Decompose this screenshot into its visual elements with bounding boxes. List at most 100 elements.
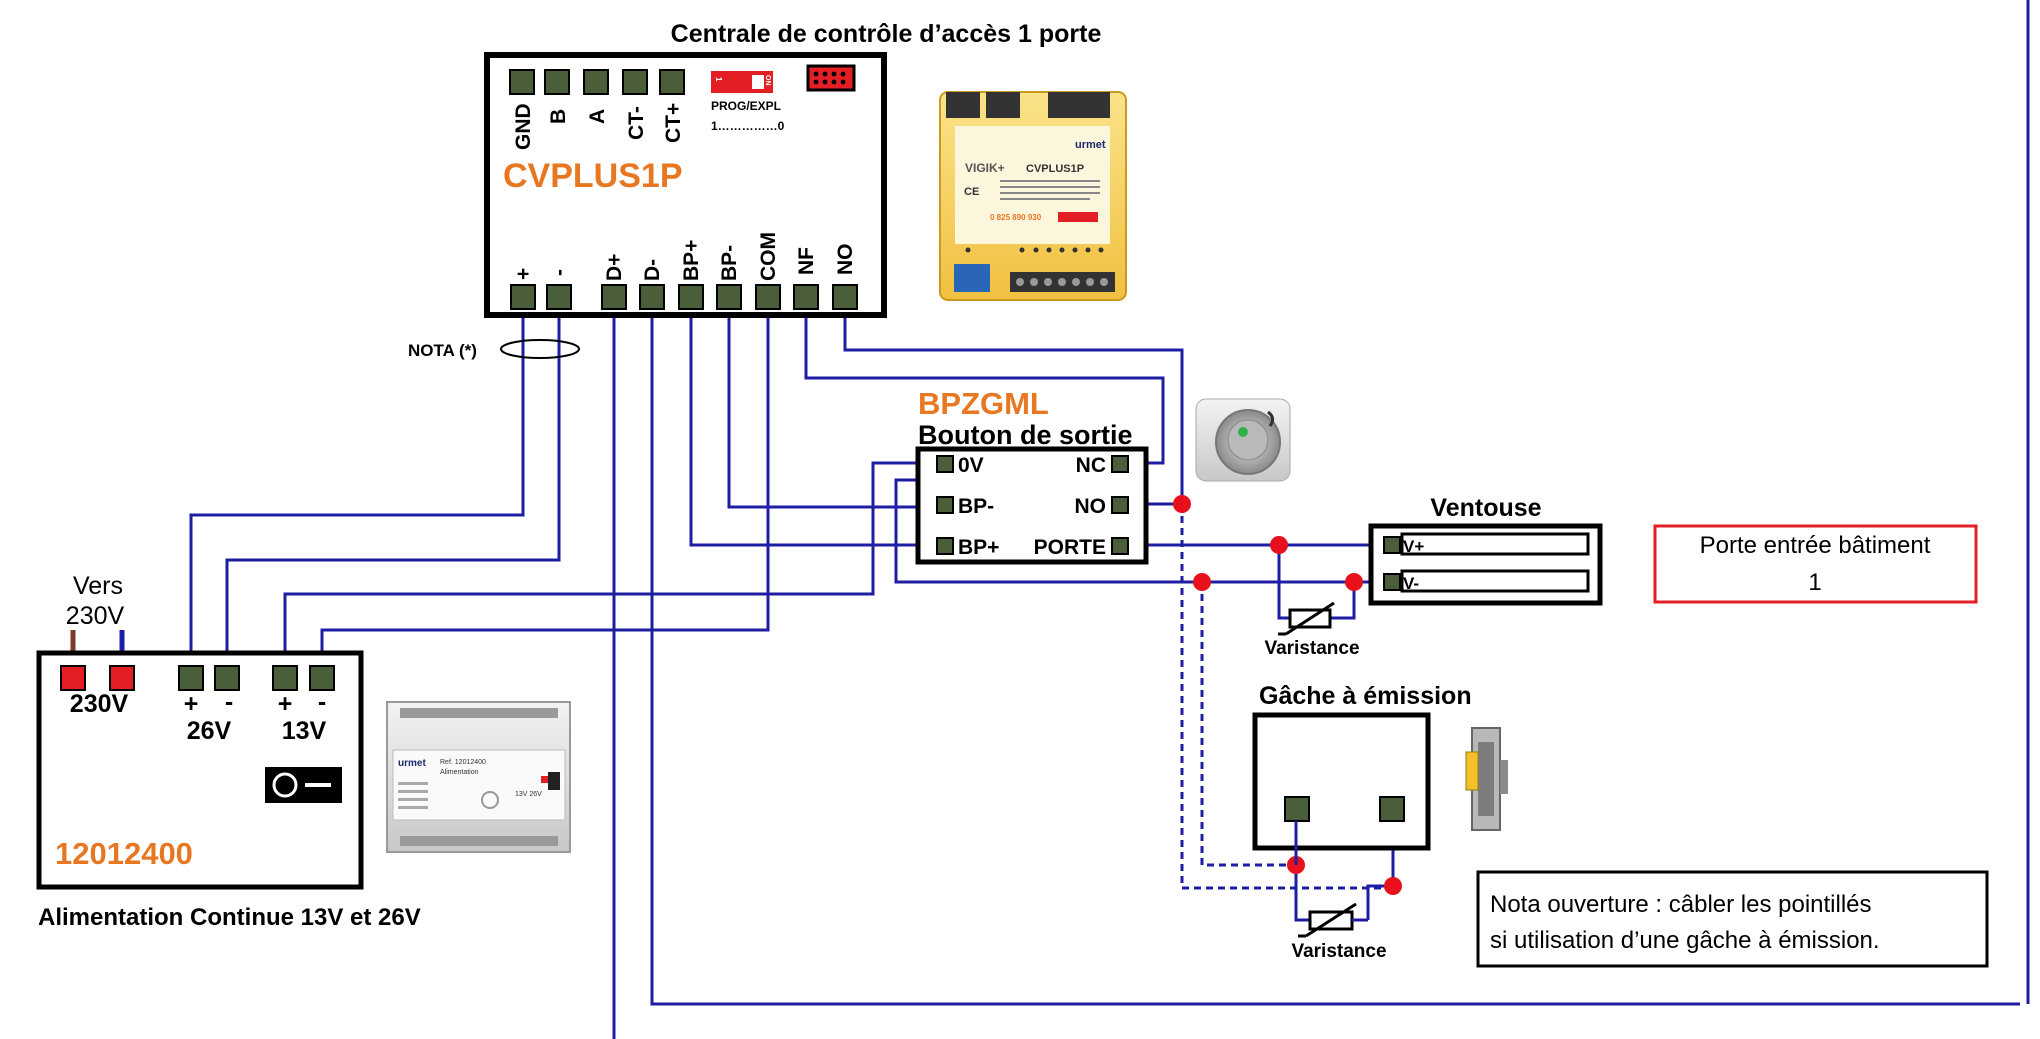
button-box — [915, 446, 1149, 565]
terminal-v-plus — [1383, 536, 1401, 554]
controller-title: Centrale de contrôle d’accès 1 porte — [671, 20, 1102, 48]
wire-var1-right — [1330, 582, 1356, 620]
nota-cable-loop — [500, 339, 580, 359]
button-photo — [1195, 398, 1291, 482]
junction-dot — [1384, 877, 1402, 895]
photo-phone: 0 825 890 930 — [990, 213, 1042, 222]
dashed-wires — [1180, 504, 1393, 890]
nota-box-line2: si utilisation d’une gâche à émission. — [1490, 927, 1880, 954]
terminal-label-d-minus: D- — [641, 259, 664, 281]
terminal-bp-plus — [678, 284, 704, 310]
terminal-a — [583, 69, 609, 95]
psu-photo-ref: Ref. 12012400 — [440, 759, 486, 766]
gache-photo — [1465, 727, 1508, 831]
button-label-nc: NC — [1076, 454, 1106, 477]
terminal-26v-plus — [178, 665, 204, 691]
button-label-porte: PORTE — [1034, 536, 1106, 559]
gache-title: Gâche à émission — [1259, 682, 1472, 710]
terminal-d-plus — [601, 284, 627, 310]
terminal-label-no: NO — [834, 244, 857, 276]
terminal-label-bp-minus: BP- — [718, 245, 741, 281]
power-label-26-plus: + — [184, 690, 199, 718]
prog-range: 1……………0 — [711, 119, 785, 133]
wire-var1-left — [1277, 545, 1290, 620]
ventouse-label-v-minus: V- — [1403, 574, 1419, 593]
terminal-bp-minus — [716, 284, 742, 310]
power-terminals — [60, 665, 335, 691]
varistance-label-1: Varistance — [1264, 638, 1359, 659]
dashed-wire-outer — [1180, 504, 1393, 890]
nota-box-line1: Nota ouverture : câbler les pointillés — [1490, 891, 1872, 918]
terminal-label-plus: + — [512, 268, 535, 280]
power-label-13v: 13V — [282, 717, 327, 745]
mains-label-line2: 230V — [66, 602, 125, 630]
junction-dot — [1345, 573, 1363, 591]
button-title: Bouton de sortie — [918, 420, 1133, 450]
psu-photo-name: Alimentation — [440, 769, 479, 776]
terminal-gnd — [509, 69, 535, 95]
wire-bp-plus — [689, 298, 930, 547]
door-box-line1: Porte entrée bâtiment — [1700, 532, 1931, 559]
nota-cable-label: NOTA (*) — [408, 341, 477, 360]
terminal-nc — [1111, 455, 1129, 473]
junction-dot — [1173, 495, 1191, 513]
power-label-26-minus: - — [225, 688, 233, 716]
terminal-label-d-plus: D+ — [603, 254, 626, 281]
power-title: Alimentation Continue 13V et 26V — [38, 904, 421, 931]
button-terminals: 0V BP- BP+ NC NO PORTE — [936, 454, 1129, 559]
wire-gache-right — [1366, 818, 1395, 920]
power-label-13-minus: - — [318, 688, 326, 716]
terminal-26v-minus — [214, 665, 240, 691]
power-label-26v: 26V — [187, 717, 232, 745]
terminal-no — [832, 284, 858, 310]
junction-dot — [1270, 536, 1288, 554]
power-label-230: 230V — [70, 690, 129, 718]
psu-photo-brand: urmet — [398, 758, 426, 769]
ventouse-label-v-plus: V+ — [1403, 537, 1424, 556]
wire-com — [320, 298, 770, 668]
terminal-minus — [546, 284, 572, 310]
terminal-bp-minus-btn — [936, 496, 954, 514]
terminal-gache-left — [1284, 796, 1310, 822]
varistance-label-2: Varistance — [1291, 941, 1386, 962]
terminal-label-gnd: GND — [512, 103, 535, 150]
controller-model: CVPLUS1P — [503, 157, 683, 195]
ventouse-body: V+ V- — [1383, 532, 1590, 593]
terminal-porte — [1111, 537, 1129, 555]
terminal-ct-minus — [622, 69, 648, 95]
terminal-b — [544, 69, 570, 95]
wire-bp-minus — [727, 298, 930, 509]
terminal-label-bp-plus: BP+ — [680, 240, 703, 281]
terminal-230-n — [109, 665, 135, 691]
terminal-13v-minus — [309, 665, 335, 691]
varistance-symbol — [1278, 601, 1335, 636]
prog-switch: 1 ON PROG/EXPL 1……………0 — [711, 64, 856, 133]
psu-photo-out: 13V 26V — [515, 791, 542, 798]
button-model: BPZGML — [918, 386, 1049, 421]
button-label-bp-plus: BP+ — [958, 536, 999, 559]
button-label-bp-minus: BP- — [958, 495, 994, 518]
mains-label-line1: Vers — [73, 572, 123, 600]
terminal-label-b: B — [547, 109, 570, 124]
terminal-label-ct-minus: CT- — [625, 106, 648, 140]
connector-header — [806, 64, 856, 92]
terminal-gache-right — [1379, 796, 1405, 822]
terminal-230-l — [60, 665, 86, 691]
junction-dots — [1173, 495, 1402, 895]
controller-top-terminals: GND B A CT- CT+ — [509, 69, 685, 150]
dip-one: 1 — [714, 77, 723, 82]
wire-minus — [225, 298, 561, 668]
door-box — [1653, 524, 1978, 604]
terminal-label-com: COM — [757, 232, 780, 281]
button-label-0v: 0V — [958, 454, 984, 477]
gache-box — [1252, 712, 1431, 851]
power-supply-photo: urmet Ref. 12012400 Alimentation 13V 26V — [386, 701, 571, 853]
dashed-wire-inner — [1200, 582, 1296, 867]
photo-model: CVPLUS1P — [1026, 163, 1084, 175]
wire-gache-left — [1294, 865, 1310, 922]
photo-brand: urmet — [1075, 139, 1106, 151]
terminal-label-nf: NF — [795, 247, 818, 275]
terminal-label-minus: - — [548, 269, 571, 276]
varistance-symbol — [1298, 902, 1368, 938]
